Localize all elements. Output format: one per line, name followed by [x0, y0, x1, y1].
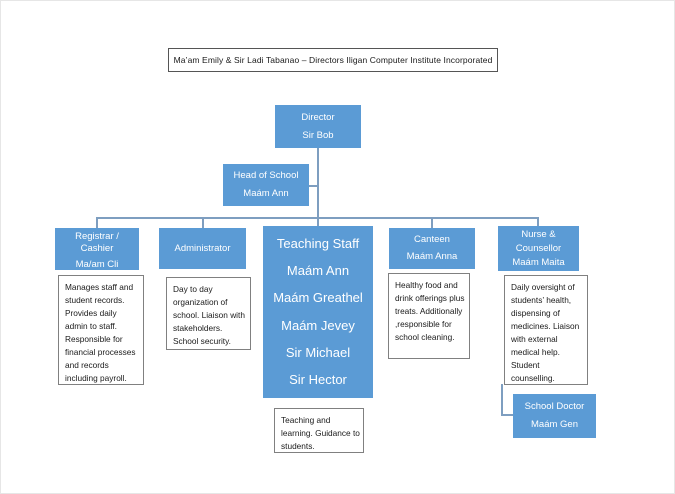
node-teaching-staff: Teaching Staff Maám Ann Maám Greathel Ma…	[263, 226, 373, 398]
node-registrar-title-2: Cashier	[80, 243, 114, 254]
directors-banner: Ma’am Emily & Sir Ladi Tabanao – Directo…	[168, 48, 498, 72]
administrator-description: Day to day organization of school. Liais…	[166, 277, 251, 350]
connector-branch-rail	[96, 217, 539, 219]
node-nurse-person: Maám Maita	[512, 256, 565, 268]
registrar-description: Manages staff and student records. Provi…	[58, 275, 144, 385]
connector-drop-administrator	[202, 217, 204, 228]
node-nurse-title-1: Nurse &	[521, 228, 556, 240]
connector-director-to-teaching	[317, 147, 319, 226]
nurse-description: Daily oversight of students’ health, dis…	[504, 275, 588, 385]
node-nurse-counsellor: Nurse & Counsellor Maám Maita	[498, 226, 579, 271]
connector-doctor-vertical	[501, 384, 503, 415]
node-doctor-person: Maám Gen	[531, 419, 578, 430]
node-director-person: Sir Bob	[302, 129, 334, 141]
node-nurse-title-2: Counsellor	[515, 242, 562, 254]
node-canteen-title: Canteen	[414, 234, 450, 245]
node-school-doctor: School Doctor Maám Gen	[513, 394, 596, 438]
node-teaching-person-4: Sir Michael	[285, 344, 351, 360]
connector-drop-canteen	[431, 217, 433, 228]
node-teaching-person-1: Maám Ann	[286, 262, 350, 278]
canteen-description: Healthy food and drink offerings plus tr…	[388, 273, 470, 359]
node-registrar-cashier: Registrar / Cashier Ma/am Cli	[55, 228, 139, 270]
node-administrator-title: Administrator	[174, 242, 231, 254]
node-head-title: Head of School	[233, 170, 299, 181]
connector-head-of-school-stub	[309, 185, 318, 187]
node-head-person: Maám Ann	[243, 188, 289, 199]
node-administrator: Administrator	[159, 228, 246, 269]
node-canteen-person: Maám Anna	[406, 251, 458, 262]
node-teaching-title: Teaching Staff	[276, 235, 360, 251]
node-doctor-title: School Doctor	[524, 401, 585, 412]
connector-doctor-horizontal	[501, 414, 514, 416]
node-teaching-person-3: Maám Jevey	[281, 317, 355, 333]
connector-drop-nurse	[537, 217, 539, 226]
node-head-of-school: Head of School Maám Ann	[223, 164, 309, 206]
node-teaching-person-2: Maám Greathel	[273, 290, 363, 306]
node-registrar-person: Ma/am Cli	[75, 259, 119, 270]
teaching-description: Teaching and learning. Guidance to stude…	[274, 408, 364, 453]
connector-drop-registrar	[96, 217, 98, 228]
node-director-title: Director	[301, 111, 335, 123]
node-canteen: Canteen Maám Anna	[389, 228, 475, 269]
directors-banner-text: Ma’am Emily & Sir Ladi Tabanao – Directo…	[173, 55, 493, 65]
node-director: Director Sir Bob	[275, 105, 361, 148]
node-teaching-person-5: Sir Hector	[289, 372, 347, 388]
node-registrar-title-1: Registrar /	[75, 231, 119, 242]
